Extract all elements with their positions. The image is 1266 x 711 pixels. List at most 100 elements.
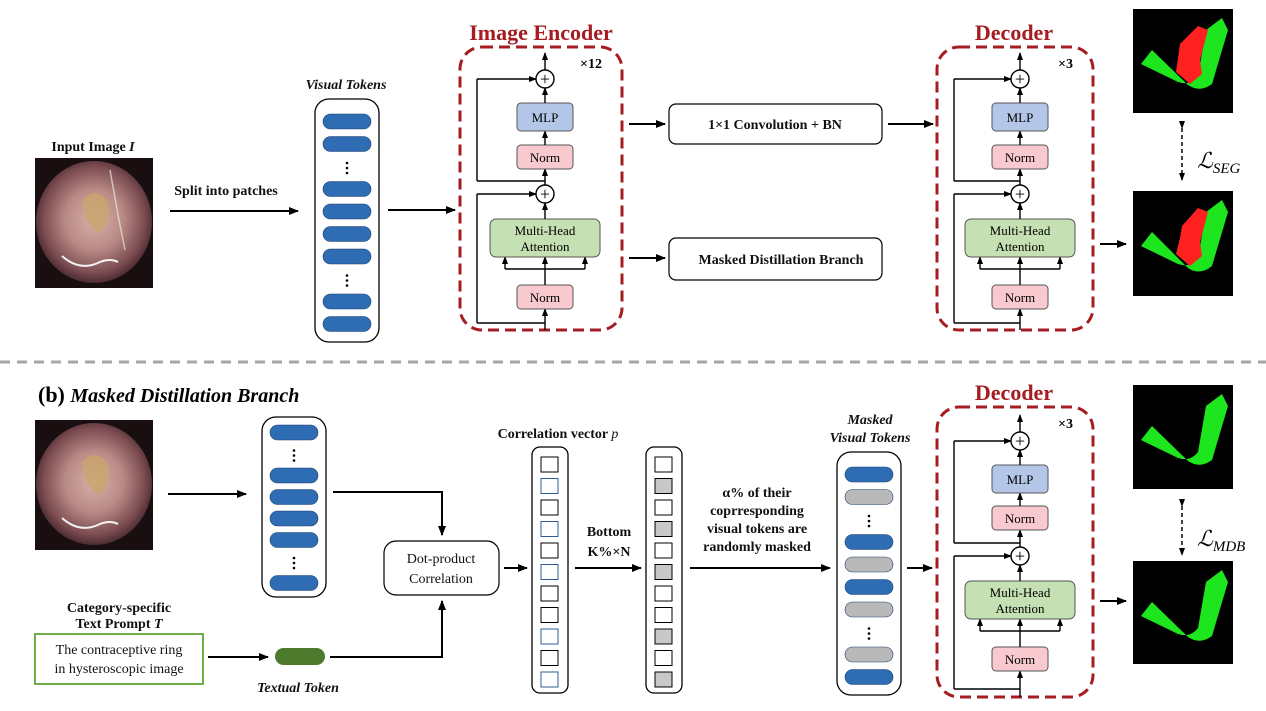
add-symbol: +: [540, 69, 550, 89]
mha-label-1: Multi-Head: [515, 223, 576, 238]
ellipsis-dot: [345, 274, 349, 277]
visual-token: [269, 532, 319, 548]
selected-cell: [654, 564, 673, 580]
text-prompt-line1: The contraceptive ring: [56, 643, 183, 658]
text-prompt-line2: in hysteroscopic image: [54, 662, 183, 677]
mdb-loss-label: ℒMDB: [1197, 526, 1245, 555]
corr-vector-cells: [540, 456, 559, 688]
add-symbol: +: [1015, 431, 1025, 451]
vector-cell: [654, 650, 673, 666]
ellipsis-dot: [345, 161, 349, 165]
norm-label: Norm: [1005, 290, 1035, 305]
textual-token: [275, 648, 325, 665]
vector-cell: [540, 628, 559, 645]
visual-token: [844, 669, 894, 685]
visual-token: [322, 181, 372, 197]
token-to-dot-arrow: [330, 600, 446, 658]
decoder-a-title: Decoder: [975, 20, 1053, 45]
visual-token: [269, 467, 319, 484]
textual-token-label: Textual Token: [257, 681, 339, 696]
vector-cell: [654, 456, 673, 473]
visual-token: [269, 489, 319, 505]
ellipsis-dot: [345, 279, 349, 282]
ellipsis-dot: [867, 524, 871, 528]
conv-box: [668, 103, 883, 145]
mdb-box-label: Masked Distillation Branch: [699, 253, 864, 268]
panel-b: (b) Masked Distillation Branch Dot-produ…: [34, 380, 1245, 699]
mha-label-1: Multi-Head: [990, 585, 1051, 600]
masked-token: [844, 646, 894, 663]
add-symbol: +: [1015, 69, 1025, 89]
visual-token: [269, 510, 319, 527]
text-prompt-label-1: Category-specific: [67, 601, 171, 616]
panel-b-title: (b) Masked Distillation Branch: [38, 382, 299, 407]
mask-desc-line2: coprresponding: [710, 504, 804, 519]
add-symbol: +: [1015, 184, 1025, 204]
vector-cell: [654, 542, 673, 559]
ellipsis-dot: [292, 561, 296, 565]
vector-cell: [540, 671, 559, 688]
seg-loss-label: ℒSEG: [1197, 148, 1241, 177]
selected-cell: [654, 521, 673, 537]
vector-cell: [654, 585, 673, 602]
dashed-boundary: [935, 405, 1095, 699]
predicted-mask-a: [1133, 191, 1233, 296]
vector-cell: [540, 564, 559, 580]
mha-label-2: Attention: [995, 601, 1045, 616]
predicted-mask-b: [1133, 561, 1233, 664]
visual-token: [844, 466, 894, 483]
ellipsis-dot: [867, 519, 871, 523]
split-label: Split into patches: [174, 184, 278, 199]
norm-label: Norm: [1005, 652, 1035, 667]
input-image: [35, 158, 153, 288]
visual-token: [322, 316, 372, 332]
text-prompt-label-2: Text Prompt T: [75, 617, 164, 632]
visual-token: [322, 293, 372, 310]
mask-desc-line4: randomly masked: [703, 540, 811, 555]
visual-token: [269, 424, 319, 441]
selected-cell: [654, 671, 673, 688]
ellipsis-dot: [867, 637, 871, 640]
visual-token-stack-b: [269, 424, 319, 591]
input-image-b: [35, 420, 153, 550]
vector-cell: [540, 607, 559, 623]
vector-cell: [540, 456, 559, 473]
bottom-k-line1: Bottom: [587, 525, 632, 540]
masked-tokens-column: [836, 451, 902, 696]
ellipsis-dot: [345, 166, 349, 170]
norm-label: Norm: [1005, 150, 1035, 165]
masked-tokens-label-2: Visual Tokens: [830, 431, 911, 446]
ellipsis-dot: [292, 566, 296, 570]
text-prompt-box: [34, 633, 204, 685]
visual-token: [844, 534, 894, 550]
vector-cell: [654, 499, 673, 516]
mha-label-2: Attention: [995, 239, 1045, 254]
ellipsis-dot: [292, 449, 296, 452]
visual-tokens-column: [314, 98, 380, 343]
ellipsis-dot: [867, 632, 871, 635]
mdb-box: [668, 237, 883, 281]
input-image-label: Input Image I: [51, 140, 135, 155]
visual-token: [322, 248, 372, 265]
dashed-boundary: [458, 45, 624, 332]
norm-label: Norm: [530, 290, 560, 305]
dot-product-line1: Dot-product: [407, 552, 476, 567]
decoder-b-title: Decoder: [975, 380, 1053, 405]
mha-label-1: Multi-Head: [990, 223, 1051, 238]
vector-cell: [540, 650, 559, 666]
panel-a: Input Image I Split into patches Visual …: [35, 9, 1241, 343]
norm-label: Norm: [530, 150, 560, 165]
masked-token: [844, 601, 894, 618]
norm-label: Norm: [1005, 511, 1035, 526]
ellipsis-dot: [292, 459, 296, 462]
visual-token: [322, 203, 372, 220]
visual-tokens-label: Visual Tokens: [306, 78, 387, 93]
repeat-label: ×3: [1058, 417, 1073, 432]
vector-cell: [540, 478, 559, 494]
visual-token: [269, 575, 319, 591]
selected-cell: [654, 628, 673, 645]
mha-label-2: Attention: [520, 239, 570, 254]
repeat-label: ×12: [580, 57, 602, 72]
